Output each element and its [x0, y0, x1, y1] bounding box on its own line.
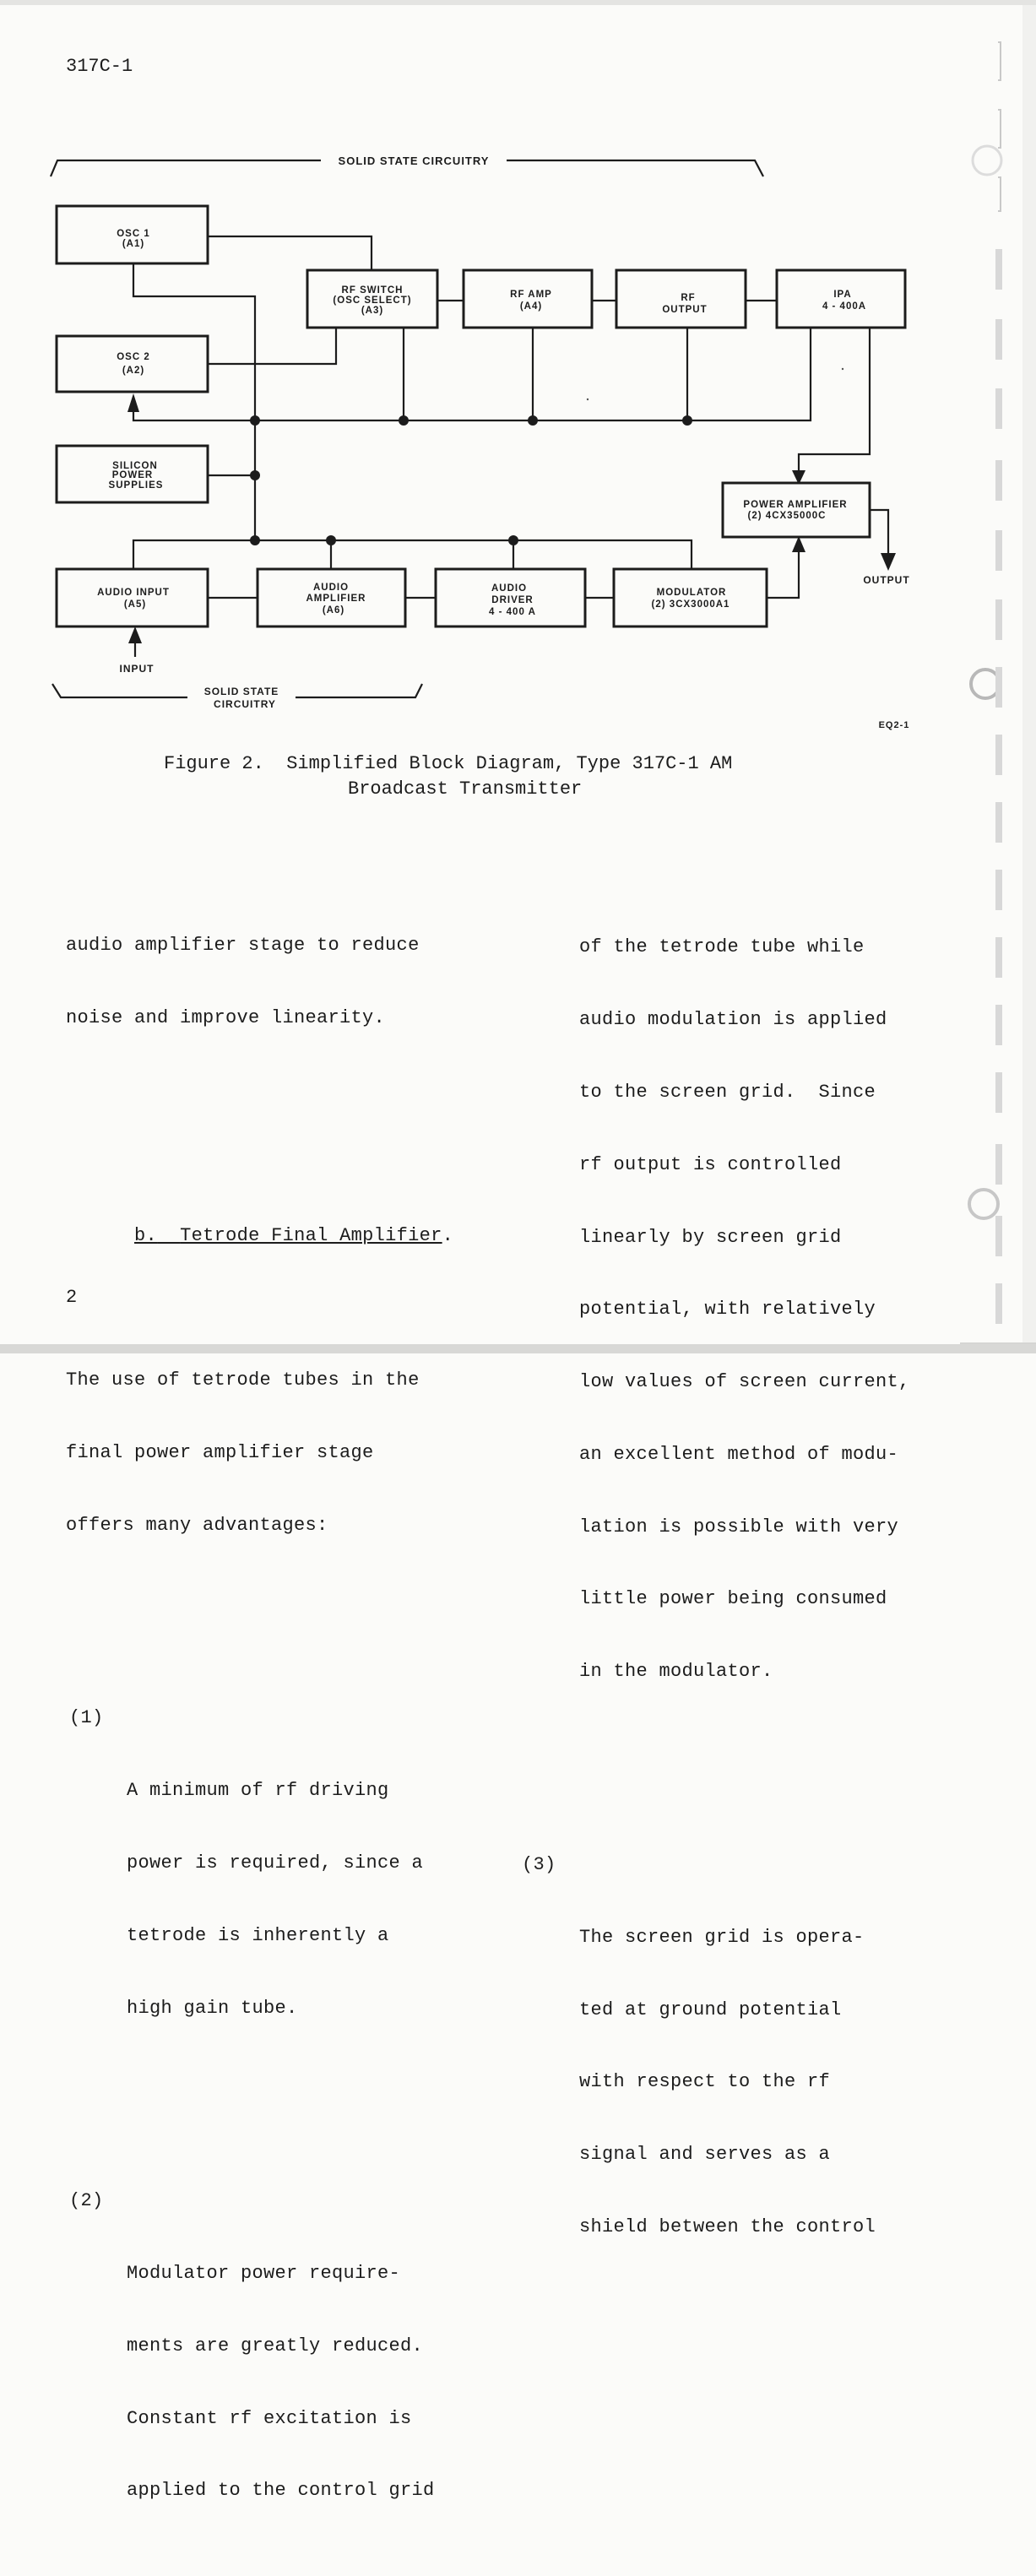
bottom-scan-edge [0, 1344, 1036, 1353]
svg-text:AUDIO INPUT: AUDIO INPUT [97, 588, 170, 598]
svg-text:OUTPUT: OUTPUT [662, 305, 707, 315]
svg-text:AUDIO: AUDIO [491, 583, 527, 594]
paragraph: of the tetrode tube while audio modulati… [579, 936, 910, 1683]
block-modulator: MODULATOR (2) 3CX3000A1 [612, 567, 768, 628]
binder-edge [960, 0, 1036, 1353]
page-header: 317C-1 [66, 56, 133, 77]
junction-dots [250, 415, 692, 545]
svg-text:(A1): (A1) [122, 239, 144, 249]
svg-text:POWER AMPLIFIER: POWER AMPLIFIER [743, 500, 847, 510]
block-osc1: OSC 1 (A1) [55, 204, 209, 265]
svg-text:(2) 4CX35000C: (2) 4CX35000C [748, 511, 827, 521]
input-label: INPUT [120, 663, 155, 675]
block-ipa: IPA 4 - 400A [775, 268, 907, 329]
output-arrow [881, 553, 896, 571]
svg-text:(A4): (A4) [520, 301, 542, 312]
svg-text:RF SWITCH: RF SWITCH [342, 285, 404, 296]
page-number: 2 [66, 1287, 78, 1308]
top-scan-edge [0, 0, 1036, 5]
svg-text:AUDIO: AUDIO [313, 583, 349, 593]
block-diagram: SOLID STATE CIRCUITRY [49, 155, 910, 730]
block-power-amplifier: POWER AMPLIFIER (2) 4CX35000C [721, 481, 871, 539]
block-rf-output: RF OUTPUT [615, 268, 747, 329]
wiring [132, 235, 890, 657]
paragraph: The use of tetrode tubes in the final po… [66, 1369, 420, 1536]
svg-text:OSC 2: OSC 2 [117, 352, 150, 362]
block-audio-amplifier: AUDIO AMPLIFIER (A6) [256, 567, 407, 628]
left-column: audio amplifier stage to reduce noise an… [66, 838, 463, 2576]
svg-text:(2) 3CX3000A1: (2) 3CX3000A1 [652, 599, 730, 610]
top-bracket: SOLID STATE CIRCUITRY [49, 155, 764, 177]
svg-text:DRIVER: DRIVER [491, 595, 533, 605]
svg-text:(A5): (A5) [124, 599, 146, 610]
svg-text:(A3): (A3) [361, 306, 383, 316]
bottom-bracket: SOLID STATE CIRCUITRY [52, 683, 423, 710]
block-osc2: OSC 2 (A2) [55, 334, 209, 393]
figure-caption-line2: Broadcast Transmitter [348, 778, 583, 800]
block-rf-switch: RF SWITCH (OSC SELECT) (A3) [306, 268, 439, 329]
svg-text:RF AMP: RF AMP [510, 290, 552, 300]
svg-text:OSC 1: OSC 1 [117, 229, 150, 239]
osc2-arrow [127, 393, 139, 412]
svg-text:RF: RF [681, 293, 695, 303]
output-label: OUTPUT [863, 574, 909, 586]
svg-text:(A6): (A6) [323, 605, 344, 616]
svg-text:4 - 400A: 4 - 400A [822, 301, 866, 312]
figure-caption-line1: Figure 2. Simplified Block Diagram, Type… [164, 753, 733, 774]
svg-text:SILICON: SILICON [112, 461, 158, 471]
pa-drive-arrow [792, 470, 805, 485]
svg-text:MODULATOR: MODULATOR [657, 588, 727, 598]
list-item: (1) A minimum of rf driving power is req… [69, 1707, 424, 2019]
figure-code: EQ2-1 [879, 720, 910, 730]
svg-text:(OSC SELECT): (OSC SELECT) [333, 296, 411, 306]
right-column: of the tetrode tube while audio modulati… [522, 839, 936, 2312]
arrows [127, 393, 896, 643]
svg-text:(A2): (A2) [122, 366, 144, 376]
pa-modulation-arrow [792, 536, 805, 552]
input-arrow [128, 626, 142, 643]
bottom-bracket-label-2: CIRCUITRY [214, 698, 276, 710]
list-item: (2) Modulator power require- ments are g… [69, 2190, 435, 2502]
svg-text:POWER: POWER [112, 470, 153, 480]
svg-text:IPA: IPA [833, 290, 851, 300]
top-bracket-label: SOLID STATE CIRCUITRY [339, 155, 490, 167]
block-audio-driver: AUDIO DRIVER 4 - 400 A [434, 567, 587, 628]
block-power-supplies: SILICON POWER SUPPLIES [55, 444, 209, 504]
section-heading: b. Tetrode Final Amplifier. [134, 1224, 454, 1246]
paragraph: audio amplifier stage to reduce noise an… [66, 935, 420, 1029]
svg-text:4 - 400 A: 4 - 400 A [489, 607, 536, 617]
bottom-bracket-label: SOLID STATE [204, 686, 279, 697]
svg-text:AMPLIFIER: AMPLIFIER [306, 594, 366, 604]
block-rf-amp: RF AMP (A4) [462, 268, 594, 329]
list-item: (3) The screen grid is opera- ted at gro… [522, 1853, 876, 2237]
svg-text:SUPPLIES: SUPPLIES [109, 480, 164, 491]
block-audio-input: AUDIO INPUT (A5) [55, 567, 209, 628]
